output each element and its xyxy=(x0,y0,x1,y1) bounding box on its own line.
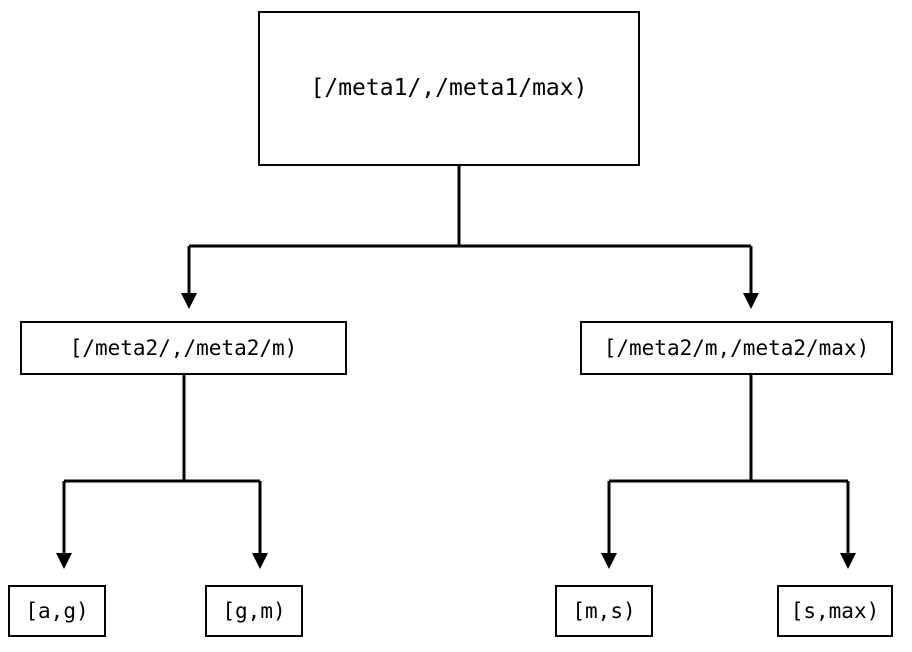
tree-node-mid-left: [/meta2/,/meta2/m) xyxy=(20,321,347,375)
tree-node-leaf-ag-label: [a,g) xyxy=(25,598,89,623)
tree-node-leaf-ms-label: [m,s) xyxy=(572,598,636,623)
arrowhead-to-mid-left xyxy=(181,293,197,309)
tree-node-leaf-ag: [a,g) xyxy=(8,585,106,637)
arrowhead-to-leaf-gm xyxy=(252,553,268,569)
tree-node-root: [/meta1/,/meta1/max) xyxy=(258,11,640,166)
arrowhead-to-leaf-ag xyxy=(56,553,72,569)
tree-node-leaf-gm-label: [g,m) xyxy=(222,598,286,623)
tree-node-mid-left-label: [/meta2/,/meta2/m) xyxy=(69,335,298,360)
tree-node-leaf-smax: [s,max) xyxy=(777,585,893,637)
tree-node-leaf-smax-label: [s,max) xyxy=(790,598,880,623)
tree-node-mid-right: [/meta2/m,/meta2/max) xyxy=(580,321,893,375)
tree-node-leaf-gm: [g,m) xyxy=(205,585,303,637)
arrowhead-to-leaf-smax xyxy=(840,553,856,569)
tree-node-root-label: [/meta1/,/meta1/max) xyxy=(310,75,588,101)
tree-node-mid-right-label: [/meta2/m,/meta2/max) xyxy=(603,335,870,360)
arrowhead-to-leaf-ms xyxy=(601,553,617,569)
tree-node-leaf-ms: [m,s) xyxy=(555,585,653,637)
arrowhead-to-mid-right xyxy=(743,293,759,309)
